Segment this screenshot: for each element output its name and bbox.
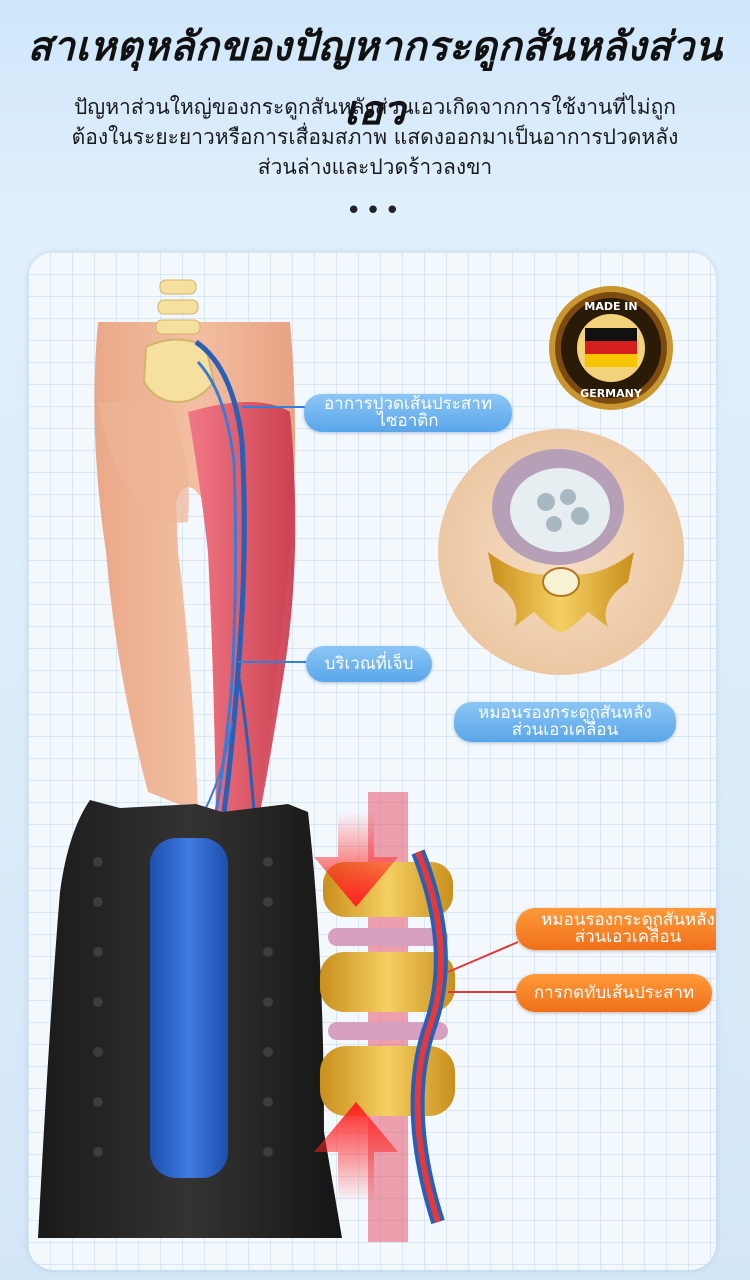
label-pain-area: บริเวณที่เจ็บ	[306, 646, 432, 682]
made-in-germany-badge	[549, 286, 673, 410]
label-herniated-disc: หมอนรองกระดูกสันหลังส่วนเอวเคลื่อน	[454, 702, 676, 742]
page-subtitle: ปัญหาส่วนใหญ่ของกระดูกสันหลังส่วนเอวเกิด…	[71, 95, 679, 179]
illustration-panel: MADE IN GERMANY	[28, 252, 716, 1270]
back-stretcher-device	[38, 800, 342, 1238]
spine-compression-illustration	[314, 792, 519, 1242]
herniated-disc-illustration	[438, 429, 684, 675]
human-body	[94, 279, 306, 813]
badge-bottom-text: GERMANY	[580, 387, 643, 400]
label-herniated-disc-orange: หมอนรองกระดูกสันหลังส่วนเอวเคลื่อน	[516, 908, 716, 950]
label-sciatica: อาการปวดเส้นประสาทไซอาติก	[304, 394, 512, 432]
label-nerve-compression: การกดทับเส้นประสาท	[516, 974, 712, 1012]
badge-top-text: MADE IN	[584, 300, 637, 313]
back-pain-illustration: MADE IN GERMANY	[38, 279, 684, 1242]
page-title: สาเหตุหลักของปัญหากระดูกสันหลังส่วนเอว	[27, 24, 723, 134]
pager-dots: •••	[345, 196, 404, 226]
